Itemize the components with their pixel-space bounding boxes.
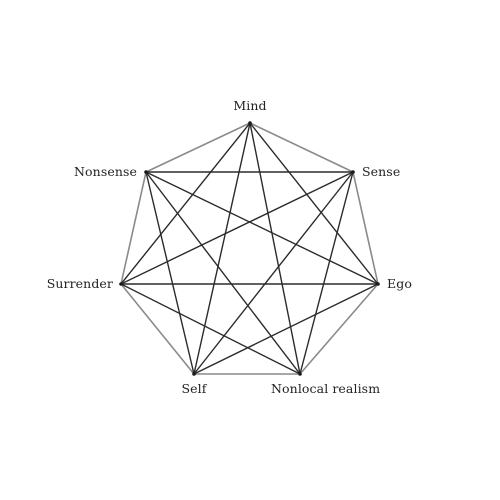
node-mind <box>248 121 252 125</box>
label-nonlocal-realism: Nonlocal realism <box>271 381 380 396</box>
edge-mind-ego <box>249 122 379 285</box>
edges-group <box>120 122 379 375</box>
nodes-group <box>119 121 380 376</box>
node-nonsense <box>144 170 148 174</box>
label-sense: Sense <box>362 164 400 179</box>
edge-mind-nonlocal-realism <box>249 122 301 375</box>
label-nonsense: Nonsense <box>74 164 137 179</box>
edge-nonsense-ego <box>145 171 379 285</box>
label-self: Self <box>182 381 208 396</box>
edge-ego-nonlocal-realism <box>299 283 379 375</box>
edge-surrender-mind <box>120 122 251 285</box>
edge-surrender-nonsense <box>120 171 147 285</box>
edge-ego-self <box>193 283 379 375</box>
node-sense <box>351 170 355 174</box>
edge-self-mind <box>193 122 251 375</box>
edge-sense-ego <box>352 171 379 285</box>
node-self <box>192 372 196 376</box>
edge-self-surrender <box>120 283 195 375</box>
edge-sense-nonlocal-realism <box>299 171 354 375</box>
edge-mind-sense <box>249 122 354 173</box>
node-surrender <box>119 282 123 286</box>
edge-sense-self <box>193 171 354 375</box>
edge-surrender-sense <box>120 171 354 285</box>
node-nonlocal-realism <box>298 372 302 376</box>
edge-nonlocal-realism-nonsense <box>145 171 301 375</box>
edge-nonsense-mind <box>145 122 251 173</box>
label-ego: Ego <box>387 276 412 291</box>
label-surrender: Surrender <box>47 276 113 291</box>
edge-nonlocal-realism-surrender <box>120 283 301 375</box>
edge-self-nonsense <box>145 171 195 375</box>
label-mind: Mind <box>233 98 266 113</box>
node-ego <box>376 282 380 286</box>
